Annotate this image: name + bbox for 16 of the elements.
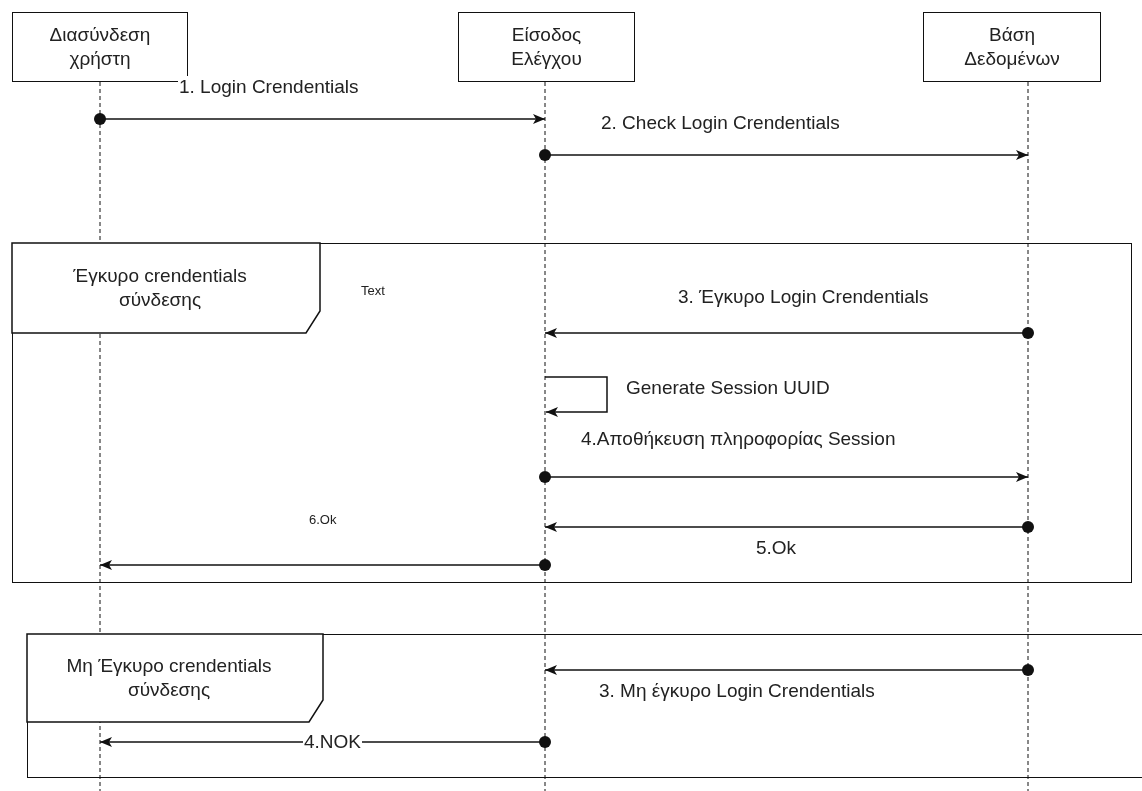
message-label: 3. Μη έγκυρο Login Crendentials	[598, 680, 876, 702]
message-label: 4.Αποθήκευση πληροφορίας Session	[580, 428, 897, 450]
message-arrow	[99, 736, 551, 748]
participant-box: Βάση Δεδομένων	[923, 12, 1101, 82]
message-arrow	[539, 471, 1029, 483]
message-arrow	[539, 149, 1029, 161]
message-arrow	[544, 521, 1034, 533]
message-arrow	[99, 559, 551, 571]
fragment-label: Μη Έγκυρο crendentials σύνδεσης	[27, 634, 323, 722]
message-arrow	[544, 376, 608, 417]
message-label: 1. Login Crendentials	[178, 76, 360, 98]
message-arrow	[544, 664, 1034, 676]
fragment-label: Έγκυρο crendentials σύνδεσης	[12, 243, 320, 333]
participant-box: Είσοδος Ελέγχου	[458, 12, 635, 82]
message-arrow	[94, 113, 546, 125]
message-arrow	[544, 327, 1034, 339]
